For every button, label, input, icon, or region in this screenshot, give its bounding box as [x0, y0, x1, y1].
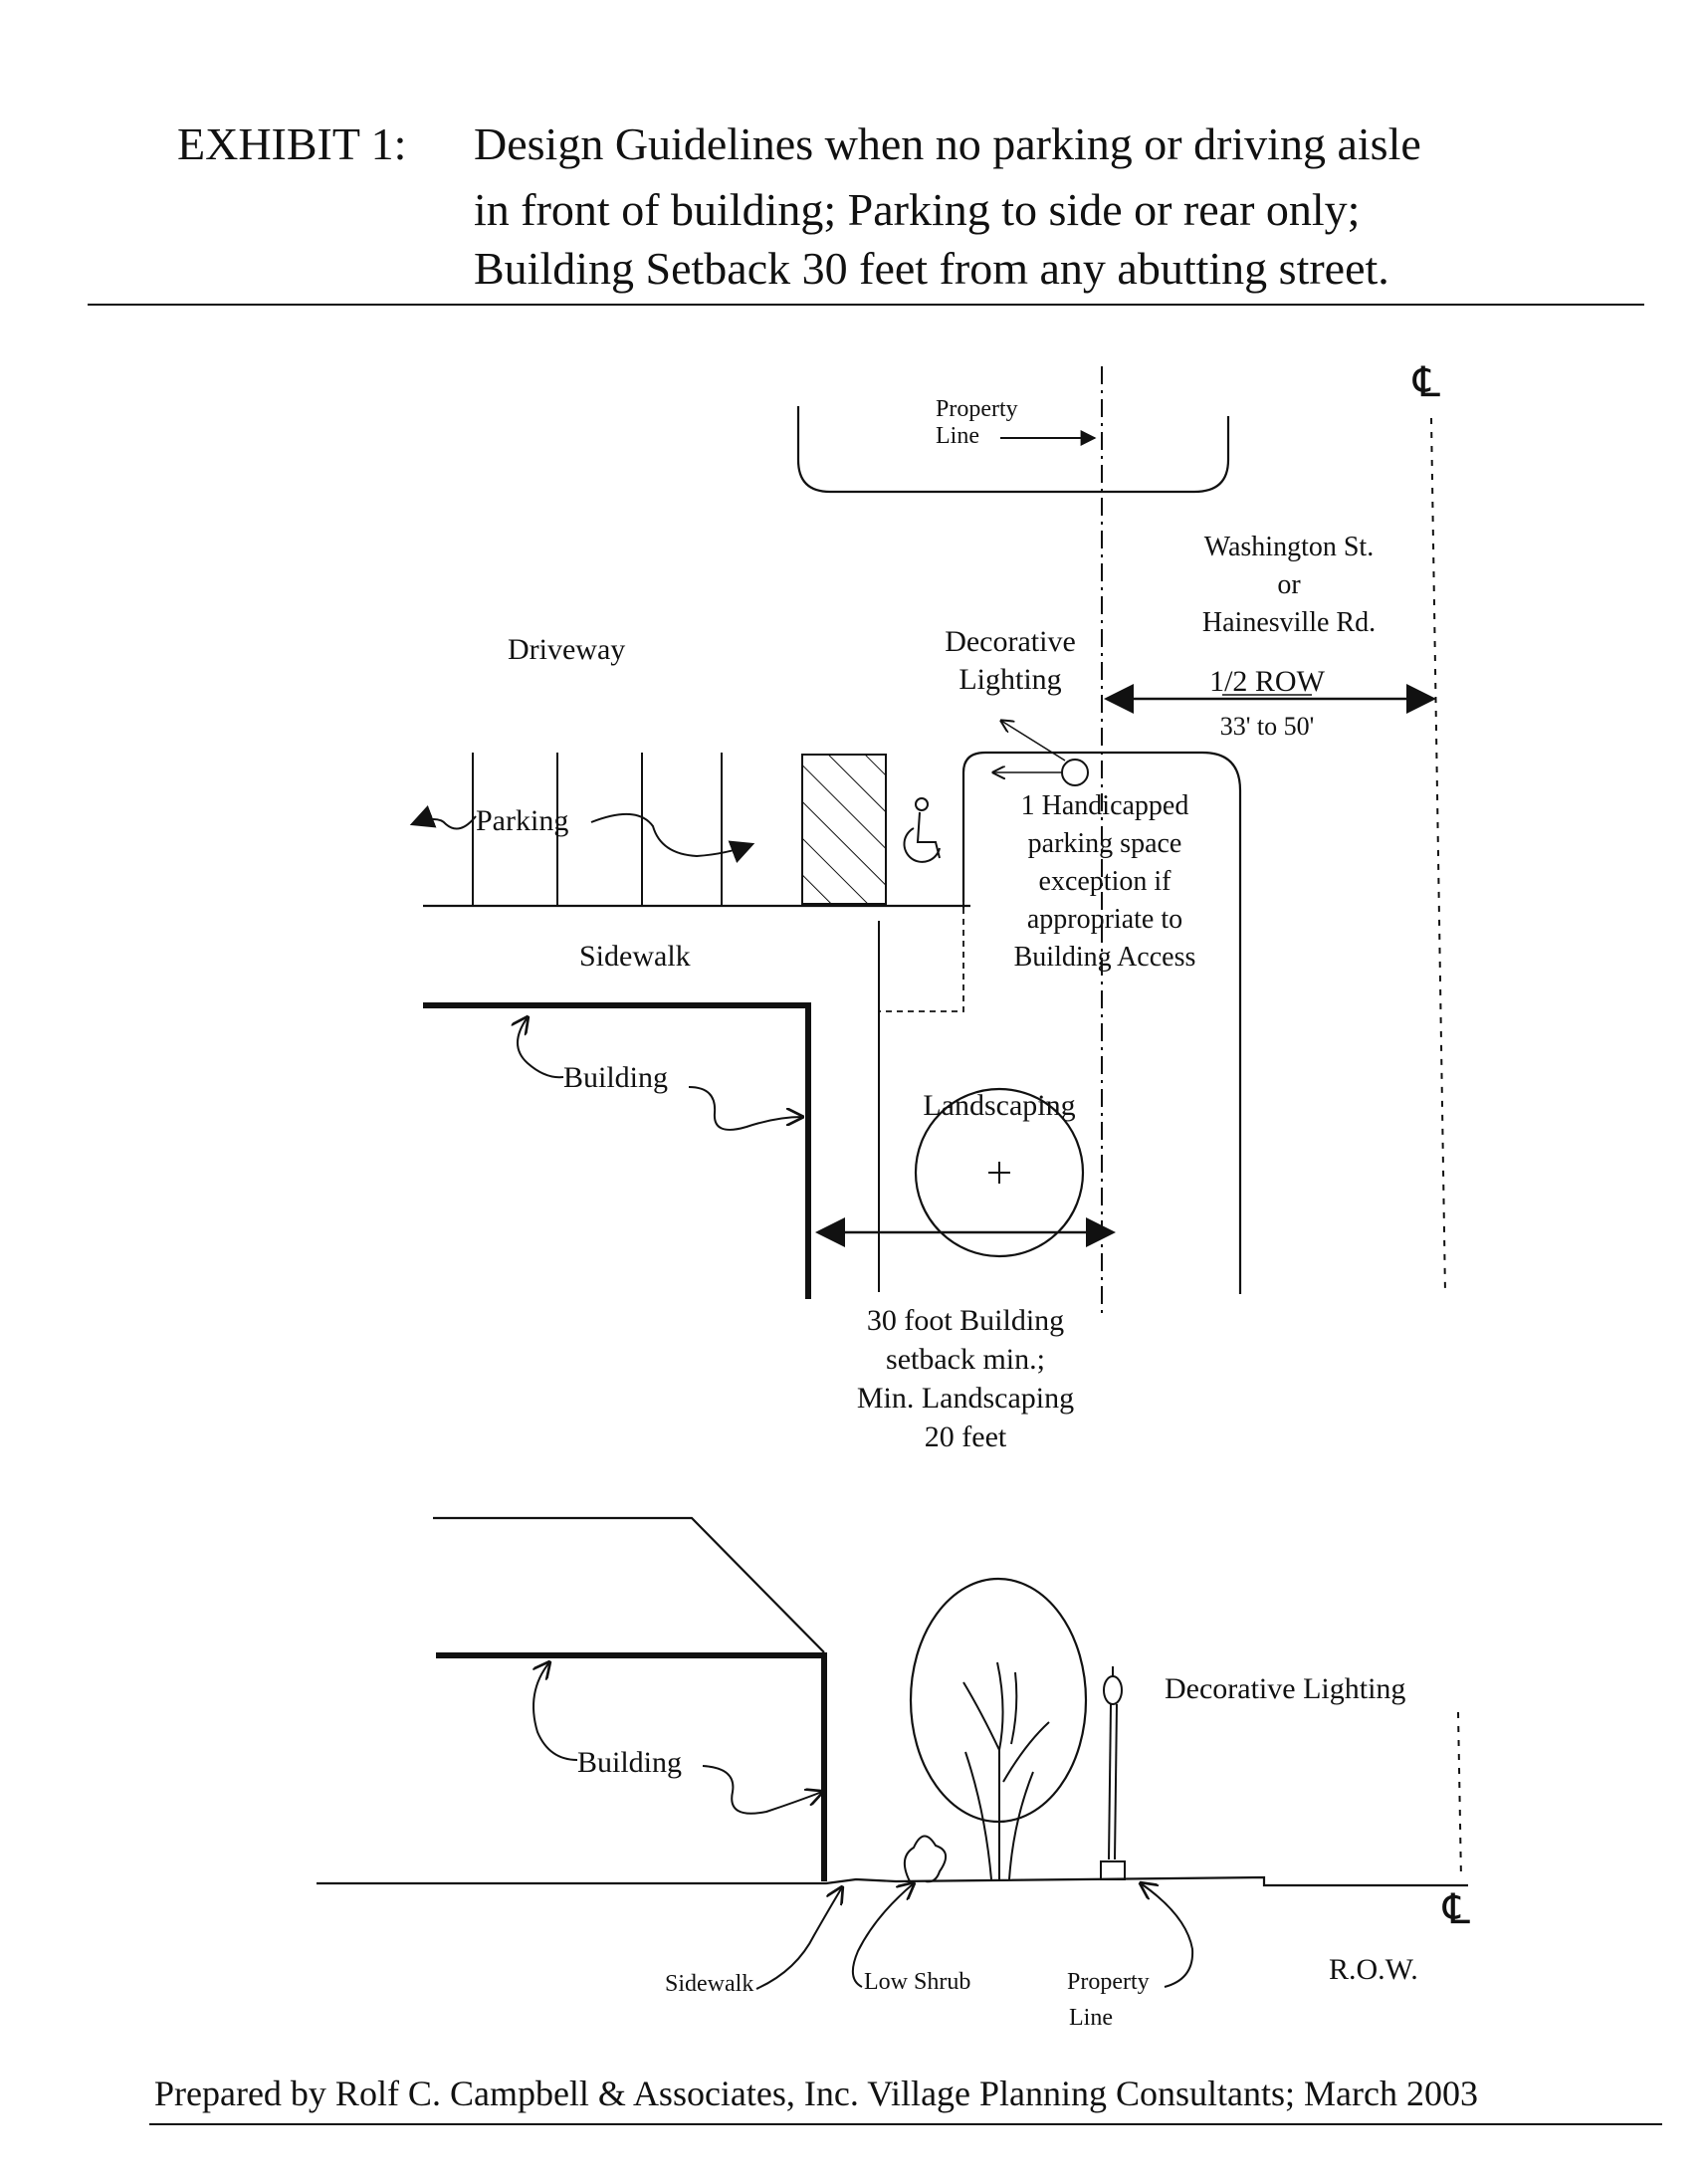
hatched-access-aisle: [801, 754, 887, 905]
building-leader-section-2: [702, 1765, 822, 1815]
light-fixture-symbol: [1061, 759, 1089, 786]
half-row-range: 33' to 50': [1220, 712, 1315, 741]
row-label: R.O.W.: [1329, 1953, 1418, 1986]
sidewalk-leader: [755, 1887, 842, 1990]
handicapped-note-2: parking space: [1028, 828, 1182, 859]
decorative-lighting-label-2: Lighting: [958, 663, 1061, 696]
light-pole-icon: [1100, 1666, 1126, 1880]
building-label-section: Building: [577, 1746, 682, 1779]
half-row-label: 1/2 ROW: [1209, 665, 1326, 698]
sidewalk-label-section: Sidewalk: [665, 1971, 753, 1997]
property-line-leader-section: [1141, 1883, 1194, 1988]
setback-note-3: Min. Landscaping: [857, 1382, 1074, 1415]
building-leader-plan-2: [688, 1086, 802, 1131]
exhibit-title-line-2: in front of building; Parking to side or…: [474, 184, 1361, 235]
driveway-label: Driveway: [508, 633, 625, 666]
landscaping-label: Landscaping: [923, 1089, 1075, 1122]
street-label-2: or: [1277, 569, 1301, 600]
landscape-tree-plan: [914, 1087, 1085, 1258]
setback-note-4: 20 feet: [925, 1420, 1007, 1453]
driveway-island: [961, 751, 1242, 1294]
parking-label: Parking: [476, 804, 568, 837]
low-shrub-leader: [851, 1883, 914, 1988]
building-label-plan: Building: [563, 1061, 668, 1094]
tree-trunk-outline: [964, 1751, 1034, 1880]
section-centerline: [1457, 1711, 1462, 1880]
building-leader-section-1: [533, 1662, 578, 1761]
property-line-label-section-1: Property: [1067, 1969, 1150, 1995]
handicapped-note-4: appropriate to: [1027, 904, 1182, 935]
parking-arrow-right: [590, 812, 755, 863]
street-centerline: [1430, 417, 1446, 1295]
handicapped-note-5: Building Access: [1014, 942, 1196, 973]
street-label-3: Hainesville Rd.: [1202, 607, 1376, 638]
setback-note-2: setback min.;: [886, 1343, 1045, 1376]
sidewalk-connector: [879, 908, 964, 1012]
property-line-label-section-2: Line: [1069, 2005, 1113, 2031]
decorative-lighting-label-section: Decorative Lighting: [1165, 1672, 1405, 1705]
ground-line: [317, 1875, 1468, 1887]
decorative-lighting-label-1: Decorative: [945, 625, 1076, 658]
sidewalk-label-plan: Sidewalk: [579, 940, 691, 973]
building-outline-section: [436, 1652, 827, 1881]
setback-note-1: 30 foot Building: [867, 1304, 1064, 1337]
property-line-label-2: Line: [936, 423, 979, 449]
low-shrub-section: [903, 1835, 947, 1883]
building-leader-plan-1: [518, 1017, 564, 1079]
handicap-icon: [903, 797, 941, 863]
low-shrub-label: Low Shrub: [864, 1969, 970, 1995]
plan-centerline-symbol: ℄: [1412, 360, 1440, 406]
curb-outline: [796, 406, 1230, 494]
handicapped-note-1: 1 Handicapped: [1021, 790, 1189, 821]
footer-credit: Prepared by Rolf C. Campbell & Associate…: [154, 2074, 1478, 2113]
handicapped-note-3: exception if: [1039, 866, 1172, 897]
property-line-label-1: Property: [936, 396, 1018, 422]
section-centerline-symbol: ℄: [1442, 1887, 1470, 1933]
light-leader: [1001, 721, 1066, 762]
roof-outline: [433, 1516, 825, 1653]
tree-trunk-section: [962, 1661, 1050, 1879]
street-label-1: Washington St.: [1204, 532, 1374, 562]
parking-arrow-left: [409, 805, 477, 830]
building-outline-plan: [423, 1002, 811, 1299]
exhibit-title-line-3: Building Setback 30 feet from any abutti…: [474, 243, 1389, 294]
exhibit-title-line-1: Design Guidelines when no parking or dri…: [474, 118, 1421, 169]
exhibit-label: EXHIBIT 1:: [177, 118, 407, 169]
